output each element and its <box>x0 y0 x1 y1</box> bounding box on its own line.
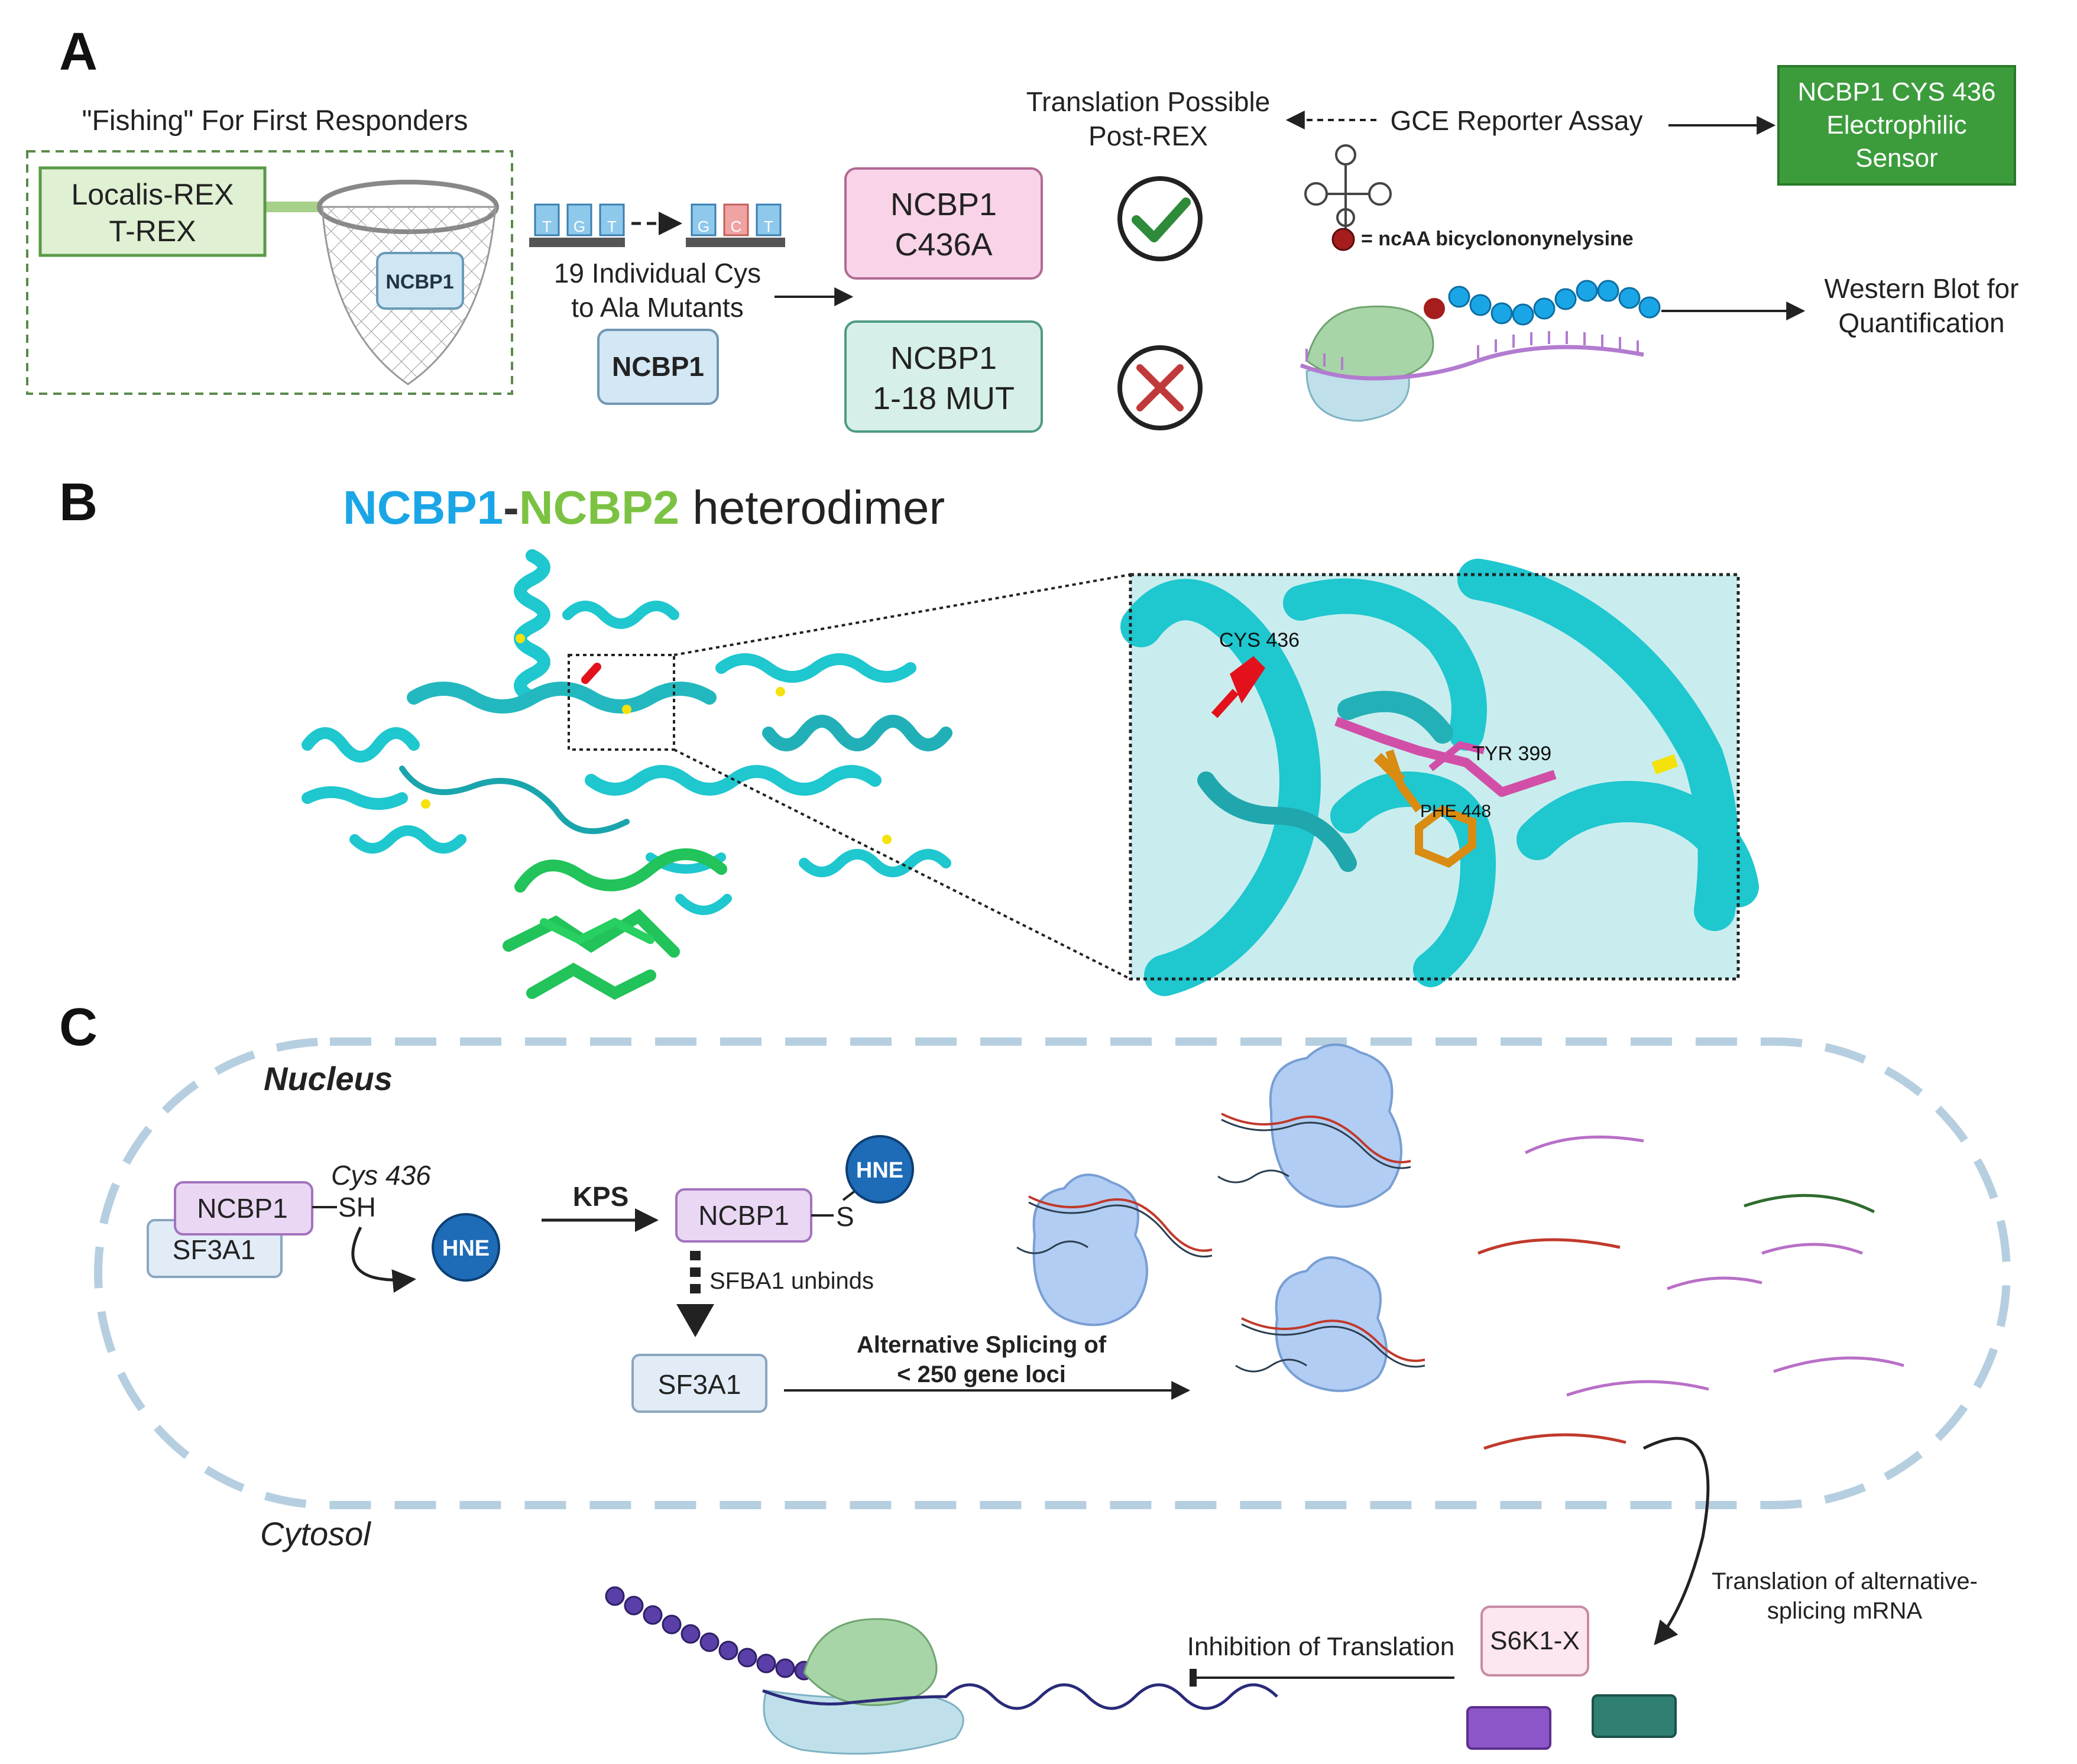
zoom-line-bottom <box>673 748 1131 980</box>
spliceosome-2 <box>1217 1043 1411 1208</box>
kps-label: KPS <box>573 1181 629 1212</box>
codon-graphic: T G T G C T <box>529 203 785 247</box>
title-dash: - <box>503 481 519 534</box>
translation-alt-line2: splicing mRNA <box>1767 1598 1923 1624</box>
s6k1x-label: S6K1-X <box>1490 1626 1580 1655</box>
ncbp1-mid-label: NCBP1 <box>698 1200 789 1231</box>
ncbp1-protein-label: NCBP1 <box>612 351 704 382</box>
attack-arrow <box>351 1226 416 1293</box>
s-label: S <box>836 1201 854 1232</box>
panel-b-label: B <box>59 473 98 532</box>
panel-a-label: A <box>59 22 98 82</box>
net-protein-box <box>376 252 464 310</box>
cys-label: Cys 436 <box>331 1160 431 1191</box>
sensor-line3: Sensor <box>1855 144 1937 173</box>
western-line1: Western Blot for <box>1825 273 2019 304</box>
mutant-118-line1: NCBP1 <box>890 341 997 376</box>
rex-line2: T-REX <box>109 215 196 248</box>
alt-splicing-line1: Alternative Splicing of <box>857 1332 1107 1358</box>
teal-product-box <box>1592 1694 1677 1738</box>
spliceosome-3 <box>1235 1256 1425 1392</box>
mrna-transcripts <box>1477 1135 1904 1450</box>
mutant-c436a-line2: C436A <box>895 227 992 262</box>
codon-after-1: G <box>698 218 709 235</box>
fishing-title: "Fishing" For First Responders <box>82 105 468 137</box>
codon-before-3: T <box>607 218 617 235</box>
title-ncbp2: NCBP2 <box>519 481 679 534</box>
codon-before-2: G <box>573 218 585 235</box>
mutant-c436a-box <box>844 167 1043 280</box>
nucleus-label: Nucleus <box>264 1060 393 1097</box>
spliceosome-1 <box>1016 1173 1213 1327</box>
alt-splicing-line2: < 250 gene loci <box>897 1361 1066 1387</box>
cytosol-label: Cytosol <box>260 1515 371 1552</box>
sh-label: SH <box>338 1192 376 1223</box>
translation-line2: Post-REX <box>1088 121 1208 151</box>
sensor-line1: NCBP1 CYS 436 <box>1797 77 1995 106</box>
ribosome-reporter <box>1300 280 1661 422</box>
residue-cys436: CYS 436 <box>1219 629 1300 651</box>
hne-left-icon <box>432 1213 500 1282</box>
ncbp1-left-label: NCBP1 <box>197 1193 287 1224</box>
western-line2: Quantification <box>1838 307 2004 338</box>
translation-line1: Translation Possible <box>1026 86 1271 117</box>
gce-assay-label: GCE Reporter Assay <box>1391 105 1643 136</box>
check-icon <box>1117 176 1203 261</box>
zoom-line-top <box>673 573 1131 656</box>
export-arrow <box>1642 1437 1710 1646</box>
codon-before-1: T <box>542 218 552 235</box>
net-protein-label: NCBP1 <box>385 271 453 293</box>
fishing-panel-border <box>26 150 513 395</box>
hne-left-label: HNE <box>442 1236 490 1261</box>
sf3a1-mid-box <box>631 1354 767 1413</box>
inhibition-label: Inhibition of Translation <box>1187 1632 1455 1661</box>
mutant-118-line2: 1-18 MUT <box>873 381 1015 416</box>
hne-mid-label: HNE <box>856 1158 903 1183</box>
mutants-line2: to Ala Mutants <box>571 292 744 323</box>
inset-structure: CYS 436 TYR 399 PHE 448 <box>1120 559 1759 996</box>
protein-structure <box>302 549 952 1000</box>
purple-product-box <box>1466 1706 1551 1750</box>
unbind-arrowhead <box>676 1304 714 1337</box>
sf3a1-mid-label: SF3A1 <box>658 1369 741 1400</box>
residue-phe448: PHE 448 <box>1420 802 1491 821</box>
mutant-c436a-line1: NCBP1 <box>890 187 997 222</box>
title-ncbp1: NCBP1 <box>343 481 503 534</box>
nucleus-membrane <box>94 1037 2011 1509</box>
ncbp1-protein-box <box>597 329 719 405</box>
codon-after-3: T <box>764 218 773 235</box>
hne-mid-icon <box>845 1135 914 1204</box>
trna-icon <box>1304 144 1392 236</box>
rex-box <box>38 166 267 257</box>
sensor-line2: Electrophilic <box>1826 111 1966 140</box>
ribosome-bottom <box>605 1586 1278 1755</box>
sf3a1-left-label: SF3A1 <box>173 1234 256 1265</box>
unbinds-label: SFBA1 unbinds <box>709 1268 874 1294</box>
rex-line1: Localis-REX <box>71 178 234 211</box>
panel-b-title: NCBP1-NCBP2 heterodimer <box>343 481 945 534</box>
cross-icon <box>1117 345 1203 430</box>
ncaa-legend: = ncAA bicyclononynelysine <box>1361 228 1634 250</box>
title-heterodimer: heterodimer <box>679 481 945 534</box>
ncaa-dot-icon <box>1331 228 1355 251</box>
s6k1x-box <box>1480 1606 1589 1677</box>
zoom-source-box <box>568 654 675 751</box>
fishing-net: NCBP1 <box>260 180 499 385</box>
sensor-box <box>1777 65 2016 186</box>
mutants-line1: 19 Individual Cys <box>554 258 761 288</box>
codon-after-2: C <box>731 218 742 235</box>
residue-tyr399: TYR 399 <box>1472 742 1551 765</box>
mutant-118-box <box>844 320 1043 433</box>
panel-c-label: C <box>59 998 98 1057</box>
translation-alt-line1: Translation of alternative- <box>1712 1568 1978 1594</box>
